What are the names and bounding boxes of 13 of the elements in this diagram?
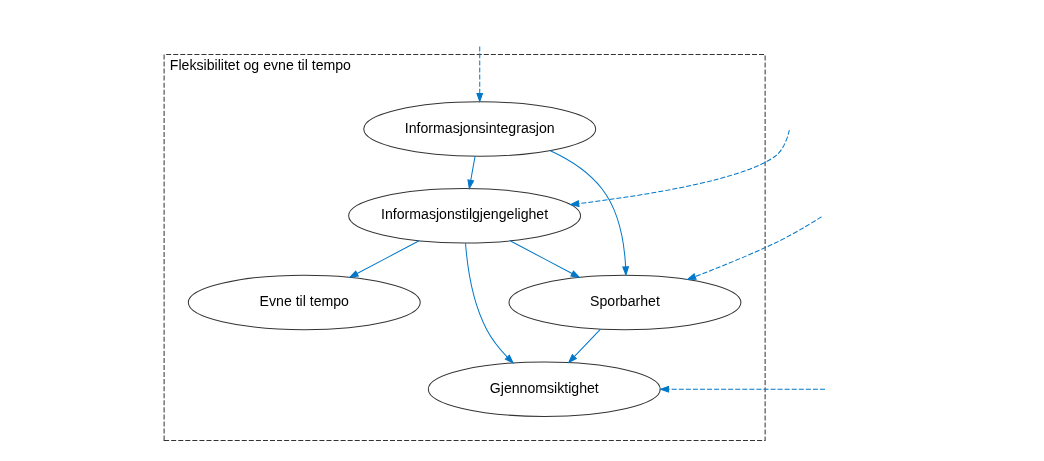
node-ellipse: Evne til tempo (187, 274, 421, 331)
arrow (509, 240, 581, 279)
arrow (476, 45, 484, 104)
arrow (465, 242, 515, 365)
arrow (467, 155, 476, 190)
arrow (567, 328, 601, 364)
node-ellipse: Gjennomsiktighet (427, 361, 661, 417)
arrow (658, 385, 826, 393)
arrow (569, 129, 790, 208)
node-ellipse: Informasjonsintegrasjon (363, 101, 597, 157)
arrow (686, 216, 823, 280)
arrow (348, 240, 420, 279)
arrow (549, 150, 630, 277)
